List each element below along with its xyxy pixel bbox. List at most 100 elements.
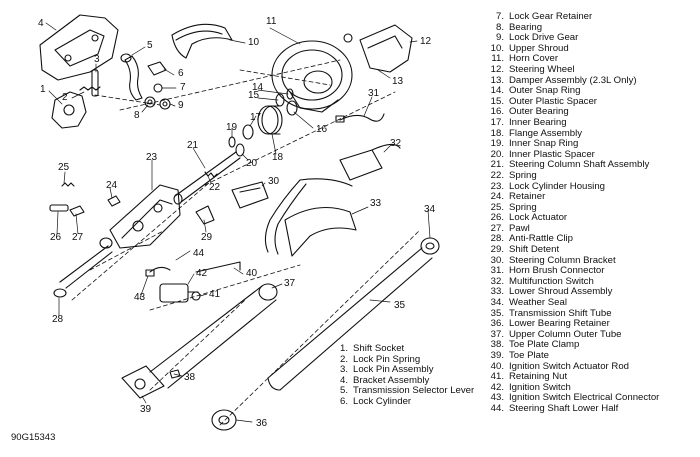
legend-item-number: 40. xyxy=(490,360,504,372)
legend-item-number: 28. xyxy=(490,233,504,245)
callout-number: 19 xyxy=(226,122,238,133)
legend-item-label: Lock Cylinder Housing xyxy=(509,180,605,192)
legend-item-label: Spring xyxy=(509,201,537,213)
legend-item-label: Steering Wheel xyxy=(509,63,575,75)
legend-item: 20.Inner Plastic Spacer xyxy=(482,149,659,161)
upper-shroud xyxy=(171,23,233,59)
callout-number: 44 xyxy=(193,248,205,259)
callout-number: 35 xyxy=(394,300,406,311)
legend-item-label: Ignition Switch xyxy=(509,381,571,393)
legend-item-label: Weather Seal xyxy=(509,297,567,309)
callout-number: 33 xyxy=(370,198,382,209)
legend-item: 29.Shift Detent xyxy=(482,244,659,256)
lock-drive-gear xyxy=(159,98,171,110)
legend-item-label: Inner Bearing xyxy=(509,116,567,128)
legend-item-number: 38. xyxy=(490,339,504,351)
lock-pin-spring xyxy=(79,86,101,91)
legend-item: 18.Flange Assembly xyxy=(482,128,659,140)
callout-number: 8 xyxy=(134,110,140,121)
legend-item-number: 11. xyxy=(491,53,504,65)
legend-item: 17.Inner Bearing xyxy=(482,116,659,129)
inner-bearing xyxy=(242,124,254,140)
legend-item: 4.Bracket Assembly xyxy=(326,375,474,387)
callout-number: 24 xyxy=(106,180,118,191)
legend-item-label: Lock Pin Spring xyxy=(353,353,421,365)
bracket-assembly xyxy=(39,14,119,81)
retainer xyxy=(107,195,121,207)
callout-number: 26 xyxy=(50,232,62,243)
legend-item: 28.Anti-Rattle Clip xyxy=(482,234,659,245)
transmission-selector-lever xyxy=(120,53,143,101)
legend-item-number: 27. xyxy=(490,222,504,234)
legend-item: 12.Steering Wheel xyxy=(482,63,659,76)
weather-seal xyxy=(420,237,440,255)
shift-detent xyxy=(195,205,215,225)
callout-number: 2 xyxy=(62,92,68,103)
legend-item: 22.Spring xyxy=(482,170,659,182)
legend-item: 39.Toe Plate xyxy=(482,350,659,362)
callout-number: 10 xyxy=(248,37,260,48)
legend-item-number: 43. xyxy=(490,392,504,404)
legend-item: 40.Ignition Switch Actuator Rod xyxy=(482,360,659,373)
legend-item: 25. Spring xyxy=(482,201,659,214)
anti-rattle-clip xyxy=(53,288,67,298)
legend-item-label: Lock Cylinder xyxy=(353,395,412,407)
legend-item-label: Steering Column Bracket xyxy=(509,254,616,266)
callout-number: 43 xyxy=(134,292,146,303)
callout-number: 11 xyxy=(266,16,277,27)
upper-column-outer-tube xyxy=(149,283,278,389)
legend-item: 19.Inner Snap Ring xyxy=(482,139,659,150)
inner-plastic-spacer xyxy=(235,143,245,157)
retaining-nut xyxy=(191,291,201,301)
callout-number: 39 xyxy=(140,404,152,415)
legend-item-number: 44. xyxy=(490,402,504,414)
legend-item-label: Horn Cover xyxy=(509,53,559,65)
legend-item: 34. Weather Seal xyxy=(482,297,659,309)
inner-snap-ring xyxy=(228,136,236,148)
legend-item-number: 8. xyxy=(495,21,504,33)
legend-item-label: Multifunction Switch xyxy=(509,275,594,287)
callout-number: 28 xyxy=(52,314,64,325)
callout-number: 14 xyxy=(252,82,264,93)
legend-item-label: Transmission Shift Tube xyxy=(509,307,612,319)
legend-item-label: Outer Bearing xyxy=(509,106,569,118)
lock-cylinder-housing xyxy=(109,184,181,249)
callout-number: 15 xyxy=(248,90,260,101)
legend-item-number: 37. xyxy=(490,328,504,340)
callout-number: 27 xyxy=(72,232,84,243)
legend-item-number: 14. xyxy=(490,85,504,97)
callout-number: 20 xyxy=(246,158,258,169)
legend-item-number: 10. xyxy=(490,42,504,54)
legend-item-number: 15. xyxy=(490,95,504,107)
legend-item: 41.Retaining Nut xyxy=(482,372,659,383)
legend-item-label: Steering Column Shaft Assembly xyxy=(509,159,650,171)
callout-number: 31 xyxy=(368,88,380,99)
flange-assembly xyxy=(257,105,283,135)
callout-number: 40 xyxy=(246,268,258,279)
legend-item-label: Lock Gear Retainer xyxy=(509,11,593,22)
callout-number: 36 xyxy=(256,418,268,429)
legend-item-label: Lower Shroud Assembly xyxy=(509,286,613,298)
lock-gear-retainer xyxy=(153,83,163,93)
steering-wheel xyxy=(271,40,353,113)
callout-number: 13 xyxy=(392,76,404,87)
legend-item-label: Outer Plastic Spacer xyxy=(509,95,597,107)
legend-item: 10.Upper Shroud xyxy=(482,42,659,55)
horn-cover xyxy=(343,24,413,73)
legend-item: 9.Lock Drive Gear xyxy=(482,33,659,44)
callout-number: 1 xyxy=(40,84,46,95)
figure-code: 90G15343 xyxy=(11,432,56,443)
legend-item-number: 25. xyxy=(490,201,504,213)
legend-item: 8.Bearing xyxy=(482,21,659,34)
legend-item: 16.Outer Bearing xyxy=(482,107,659,118)
legend-item-number: 34. xyxy=(490,297,504,309)
callout-number: 22 xyxy=(209,182,221,193)
ignition-switch-electrical-connector xyxy=(145,266,171,277)
callout-number: 7 xyxy=(180,82,186,93)
callout-number: 18 xyxy=(272,152,284,163)
lower-bearing-retainer xyxy=(211,409,237,431)
callout-number: 23 xyxy=(146,152,158,163)
